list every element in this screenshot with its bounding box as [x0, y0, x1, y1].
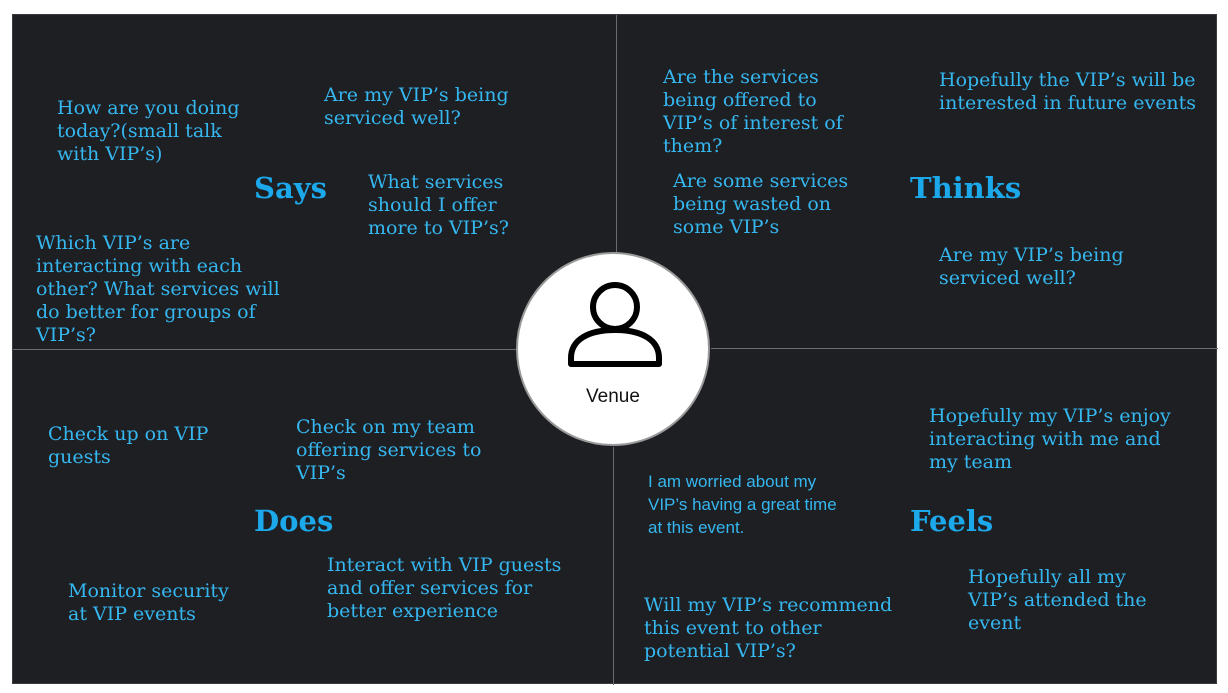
says-heading: Says [254, 171, 327, 205]
persona-circle: Venue [516, 252, 710, 446]
does-note-check-team: Check on my team offering services to VI… [296, 416, 482, 484]
horizontal-divider-left [13, 349, 519, 350]
feels-note-attended: Hopefully all my VIP’s attended the even… [968, 566, 1147, 634]
does-note-monitor-security: Monitor security at VIP events [68, 580, 229, 625]
does-heading: Does [254, 504, 334, 538]
thinks-note-serviced-well: Are my VIP’s being serviced well? [939, 244, 1124, 289]
persona-label: Venue [586, 386, 640, 407]
thinks-heading: Thinks [910, 171, 1022, 205]
thinks-note-services-interest: Are the services being offered to VIP’s … [663, 66, 843, 157]
feels-note-worried: I am worried about my VIP’s having a gre… [648, 472, 837, 537]
vertical-divider-bottom [613, 447, 614, 685]
feels-note-enjoy-interacting: Hopefully my VIP’s enjoy interacting wit… [929, 405, 1171, 473]
says-note-serviced-well: Are my VIP’s being serviced well? [324, 84, 509, 129]
does-note-interact-guests: Interact with VIP guests and offer servi… [327, 554, 562, 622]
user-icon [568, 282, 662, 367]
does-note-check-up: Check up on VIP guests [48, 423, 209, 468]
vertical-divider-top [616, 15, 617, 253]
horizontal-divider-right [711, 348, 1218, 349]
thinks-note-services-wasted: Are some services being wasted on some V… [673, 170, 849, 238]
feels-note-recommend: Will my VIP’s recommend this event to ot… [644, 594, 893, 662]
says-note-small-talk: How are you doing today?(small talk with… [57, 97, 240, 165]
says-note-what-services: What services should I offer more to VIP… [368, 171, 509, 239]
feels-heading: Feels [910, 504, 994, 538]
thinks-note-future-events: Hopefully the VIP’s will be interested i… [939, 69, 1197, 114]
says-note-interacting: Which VIP’s are interacting with each ot… [36, 232, 280, 346]
